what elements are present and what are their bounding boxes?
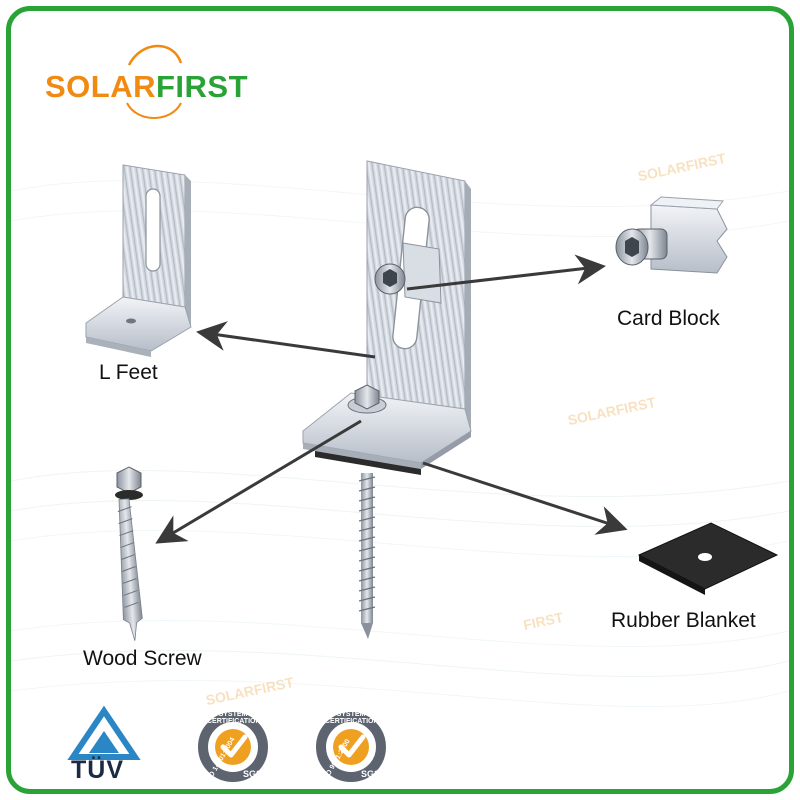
arrow-to-l-feet <box>196 321 376 359</box>
rubber-blanket-part <box>637 522 779 595</box>
arrow-to-rubber-blanket <box>422 461 628 535</box>
background-streaks <box>11 179 789 708</box>
cert2-ring-text: SYSTEM CERTIFICATION <box>325 711 379 725</box>
diagram-frame: SOLARFIRST SOLARFIRST SOLARFIRST SOLARFI… <box>6 6 794 794</box>
pointer-arrows <box>155 254 628 544</box>
cert-badge-1 <box>198 712 268 782</box>
logo-first-text: FIRST <box>156 69 249 104</box>
diagram-canvas <box>11 44 789 782</box>
arrow-to-card-block <box>406 254 606 291</box>
label-wood-screw: Wood Screw <box>83 647 202 670</box>
cert2-body-text: SGS <box>361 769 381 779</box>
cert1-body-text: SGS <box>243 769 263 779</box>
card-block-part <box>615 196 728 274</box>
logo-solar-text: SOLAR <box>45 69 156 104</box>
tuv-logo-icon <box>67 705 141 760</box>
wood-screw-part <box>115 466 143 641</box>
label-l-feet: L Feet <box>99 361 158 384</box>
label-card-block: Card Block <box>617 307 720 330</box>
brand-logo: SOLARFIRST <box>45 69 248 105</box>
label-rubber-blanket: Rubber Blanket <box>611 609 756 632</box>
logo-swoosh-icon <box>126 44 183 119</box>
l-bracket-assembly <box>302 160 472 639</box>
l-feet-part <box>85 164 192 357</box>
tuv-label: TÜV <box>71 756 124 784</box>
cert-badge-2 <box>316 712 386 782</box>
cert1-ring-text: SYSTEM CERTIFICATION <box>207 711 261 725</box>
arrow-to-wood-screw <box>155 419 362 544</box>
